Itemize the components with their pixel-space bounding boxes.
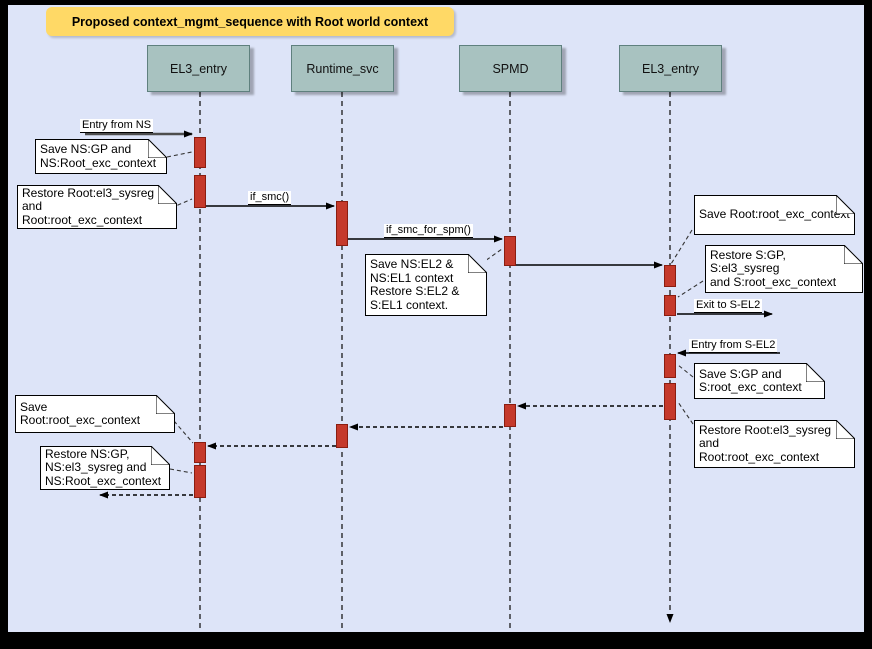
actor-box-el3-entry-left: EL3_entry bbox=[147, 45, 250, 92]
connector-note-save-root-exc-left bbox=[173, 420, 194, 444]
note-text: Restore NS:GP, NS:el3_sysreg and NS:Root… bbox=[45, 446, 162, 488]
message-label-exit-to-s-el2: Exit to S-EL2 bbox=[694, 299, 763, 313]
connector-note-save-ns-gp bbox=[166, 151, 193, 158]
note-fold-icon bbox=[836, 420, 855, 439]
note-fold-icon bbox=[468, 254, 487, 273]
note-text: Save NS:EL2 & NS:EL1 context Restore S:E… bbox=[370, 257, 460, 312]
message-label-entry-from-ns: Entry from NS bbox=[80, 119, 154, 133]
note-fold-icon bbox=[148, 139, 167, 158]
note-restore-root-top-left: Restore Root:el3_sysreg and Root:root_ex… bbox=[17, 185, 177, 229]
activation-runtime-1 bbox=[336, 201, 348, 246]
note-save-ns-gp: Save NS:GP and NS:Root_exc_context bbox=[35, 139, 167, 174]
connector-note-save-root-exc-right bbox=[670, 229, 693, 265]
note-text: Save NS:GP and NS:Root_exc_context bbox=[40, 142, 157, 170]
activation-spmd-1 bbox=[504, 236, 516, 266]
message-label-if-smc: if_smc() bbox=[248, 191, 292, 205]
message-label-entry-from-s-el2: Entry from S-EL2 bbox=[689, 339, 778, 353]
note-save-root-exc-right: Save Root:root_exc_context bbox=[694, 195, 855, 235]
note-text: Restore S:GP, S:el3_sysreg and S:root_ex… bbox=[710, 247, 837, 289]
activation-el3-right-4 bbox=[664, 383, 676, 420]
diagram-canvas bbox=[8, 5, 864, 632]
actor-label: EL3_entry bbox=[642, 61, 699, 76]
actor-box-spmd: SPMD bbox=[459, 45, 562, 92]
connector-note-restore-root-right bbox=[677, 401, 694, 425]
note-restore-ns-gp: Restore NS:GP, NS:el3_sysreg and NS:Root… bbox=[40, 446, 170, 490]
note-text: Save Root:root_exc_context bbox=[699, 207, 850, 222]
activation-el3-right-1 bbox=[664, 265, 676, 287]
note-restore-s-gp: Restore S:GP, S:el3_sysreg and S:root_ex… bbox=[705, 245, 863, 293]
note-text: Restore Root:el3_sysreg and Root:root_ex… bbox=[22, 185, 155, 227]
note-fold-icon bbox=[158, 185, 177, 204]
note-text: Restore Root:el3_sysreg and Root:root_ex… bbox=[699, 422, 832, 464]
note-fold-icon bbox=[156, 395, 175, 414]
title-banner: Proposed context_mgmt_sequence with Root… bbox=[46, 7, 454, 36]
activation-el3-left-4 bbox=[194, 465, 206, 498]
note-fold-icon bbox=[806, 363, 825, 382]
actor-box-el3-entry-right: EL3_entry bbox=[619, 45, 722, 92]
activation-el3-right-2 bbox=[664, 295, 676, 316]
note-fold-icon bbox=[151, 446, 170, 465]
connector-note-save-ns-el2 bbox=[474, 248, 503, 269]
activation-spmd-2 bbox=[504, 404, 516, 427]
note-text: Save Root:root_exc_context bbox=[20, 399, 141, 427]
note-fold-icon bbox=[844, 245, 863, 264]
message-label-if-smc-for-spm: if_smc_for_spm() bbox=[384, 224, 473, 238]
actor-label: EL3_entry bbox=[170, 61, 227, 76]
actor-box-runtime-svc: Runtime_svc bbox=[291, 45, 394, 92]
note-save-s-gp: Save S:GP and S:root_exc_context bbox=[694, 363, 825, 399]
activation-runtime-2 bbox=[336, 424, 348, 448]
note-restore-root-right: Restore Root:el3_sysreg and Root:root_ex… bbox=[694, 420, 855, 468]
actor-label: SPMD bbox=[492, 61, 529, 76]
connector-note-restore-s-gp bbox=[677, 280, 704, 298]
note-save-root-exc-left: Save Root:root_exc_context bbox=[15, 395, 175, 433]
activation-el3-left-3 bbox=[194, 442, 206, 463]
note-fold-icon bbox=[836, 195, 855, 214]
actor-label: Runtime_svc bbox=[306, 61, 379, 76]
connector-note-save-s-gp bbox=[677, 364, 694, 378]
note-text: Save S:GP and S:root_exc_context bbox=[699, 366, 802, 394]
activation-el3-right-3 bbox=[664, 354, 676, 378]
note-save-ns-el2: Save NS:EL2 & NS:EL1 context Restore S:E… bbox=[365, 254, 487, 316]
connector-note-restore-ns-gp bbox=[169, 468, 193, 474]
activation-el3-left-1 bbox=[194, 137, 206, 168]
activation-el3-left-2 bbox=[194, 175, 206, 208]
